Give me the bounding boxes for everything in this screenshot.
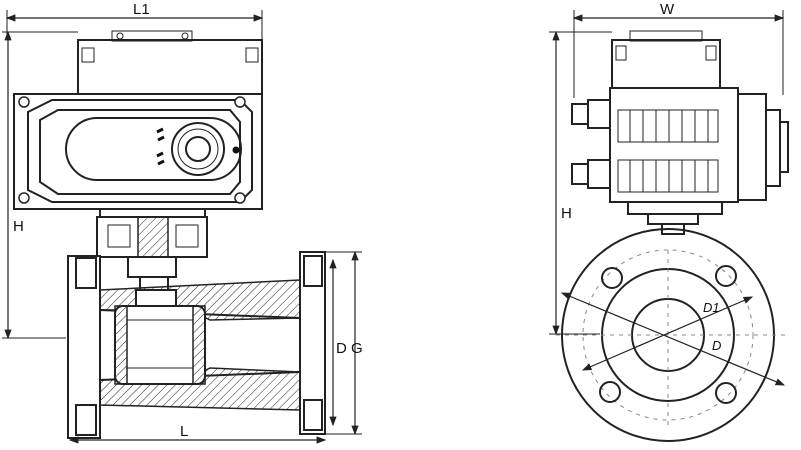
- actuator-cover: [77, 30, 263, 95]
- mounting-bracket: [96, 208, 208, 298]
- label-h-side: H: [561, 205, 572, 222]
- dimension-w: W: [572, 1, 785, 98]
- label-dg: D G: [336, 340, 363, 357]
- position-indicator-marks: [156, 127, 165, 166]
- label-d1: D1: [703, 300, 720, 315]
- dimension-h-front: H: [2, 30, 78, 340]
- front-view: L1 H: [2, 1, 363, 444]
- dimension-l1: L1: [5, 1, 264, 40]
- dimension-dg: D G: [325, 250, 363, 436]
- label-h-front: H: [13, 218, 24, 235]
- side-view: W H: [549, 1, 790, 442]
- side-actuator: [571, 30, 789, 235]
- bolt-icons: [18, 96, 246, 204]
- dimension-l: L: [68, 423, 327, 444]
- label-l: L: [180, 423, 188, 440]
- cable-gland-top: [571, 99, 611, 129]
- indicator-dot: [232, 146, 240, 154]
- label-w: W: [660, 1, 675, 18]
- label-l1: L1: [133, 1, 150, 18]
- cooling-fins: [617, 109, 719, 193]
- label-d: D: [712, 338, 721, 353]
- actuator-body: [13, 93, 263, 210]
- flange-face: D1 D: [556, 228, 790, 442]
- dimension-d: [560, 292, 786, 386]
- valve-body: [67, 251, 326, 439]
- cable-gland-bottom: [571, 159, 611, 189]
